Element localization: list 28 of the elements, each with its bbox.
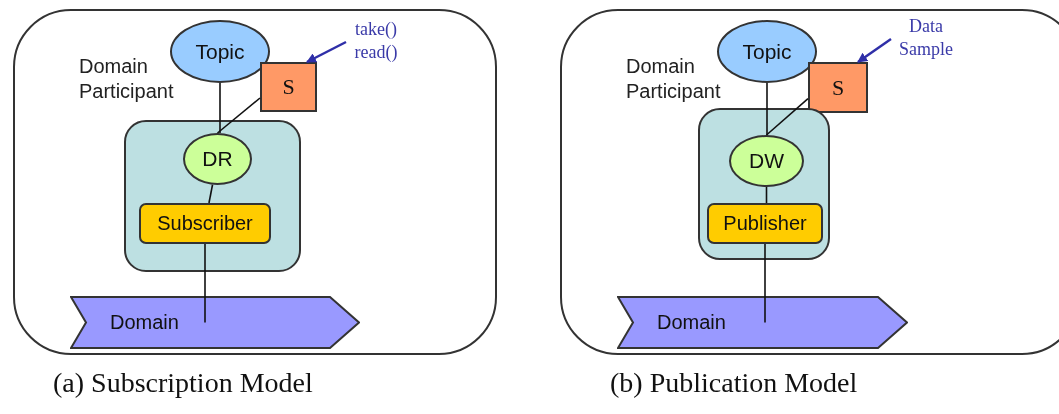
sample-square: S: [260, 62, 317, 112]
entity-group-box: [698, 108, 830, 260]
annotation-text: take() read(): [340, 16, 412, 66]
arrow: [306, 40, 347, 64]
connector-line: [766, 82, 768, 136]
domain-chevron: Domain: [617, 296, 908, 349]
panel-caption: (b) Publication Model: [610, 367, 858, 399]
topic-ellipse: Topic: [717, 20, 817, 83]
domain-participant-panel: [560, 9, 1059, 355]
entity-ellipse: DW: [729, 135, 804, 187]
connector-line: [216, 97, 261, 134]
arrow: [857, 37, 892, 64]
entity-group-box: [124, 120, 301, 272]
domain-chevron: Domain: [70, 296, 360, 349]
connector-line: [765, 186, 768, 204]
entity-box: Publisher: [707, 203, 823, 244]
entity-box: Subscriber: [139, 203, 271, 244]
connector-line: [764, 243, 766, 324]
annotation-text: Data Sample: [885, 13, 967, 63]
connector-line: [204, 243, 206, 324]
connector-line: [765, 97, 809, 136]
connector-line: [219, 82, 221, 134]
entity-ellipse: DR: [183, 133, 252, 185]
sample-square: S: [808, 62, 868, 113]
topic-ellipse: Topic: [170, 20, 270, 83]
domain-participant-panel: [13, 9, 497, 355]
connector-line: [208, 183, 214, 204]
panel-caption: (a) Subscription Model: [53, 367, 313, 399]
